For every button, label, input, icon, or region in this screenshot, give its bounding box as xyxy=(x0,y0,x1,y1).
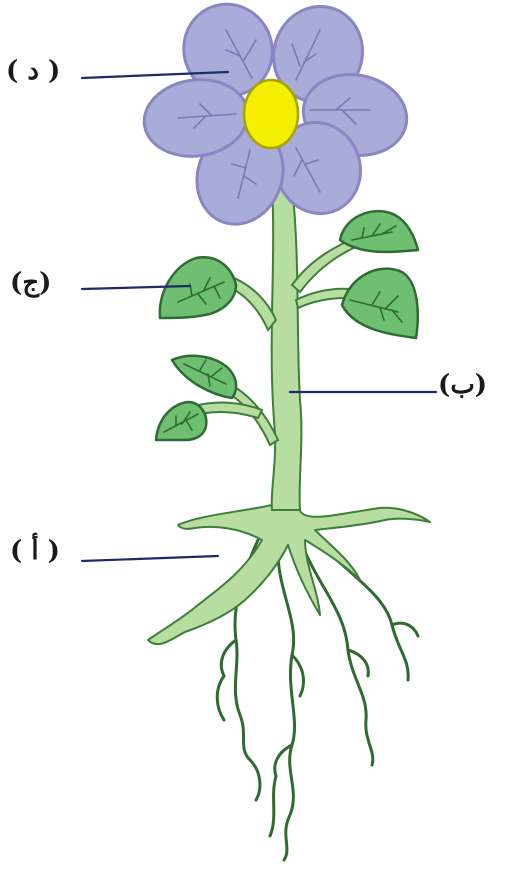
leaf-right xyxy=(342,269,418,338)
label-stem: (ب) xyxy=(438,372,487,398)
label-root: ( أ ) xyxy=(10,538,60,564)
leaf-lower-left xyxy=(156,402,206,440)
leaf-left xyxy=(160,257,236,318)
label-flower: ( د ) xyxy=(6,58,60,84)
flower-center xyxy=(244,80,298,148)
leaf-top-right xyxy=(340,211,418,252)
pointer-line-root xyxy=(82,556,218,561)
root-branches xyxy=(148,505,430,644)
label-leaf: (ج) xyxy=(10,270,51,296)
